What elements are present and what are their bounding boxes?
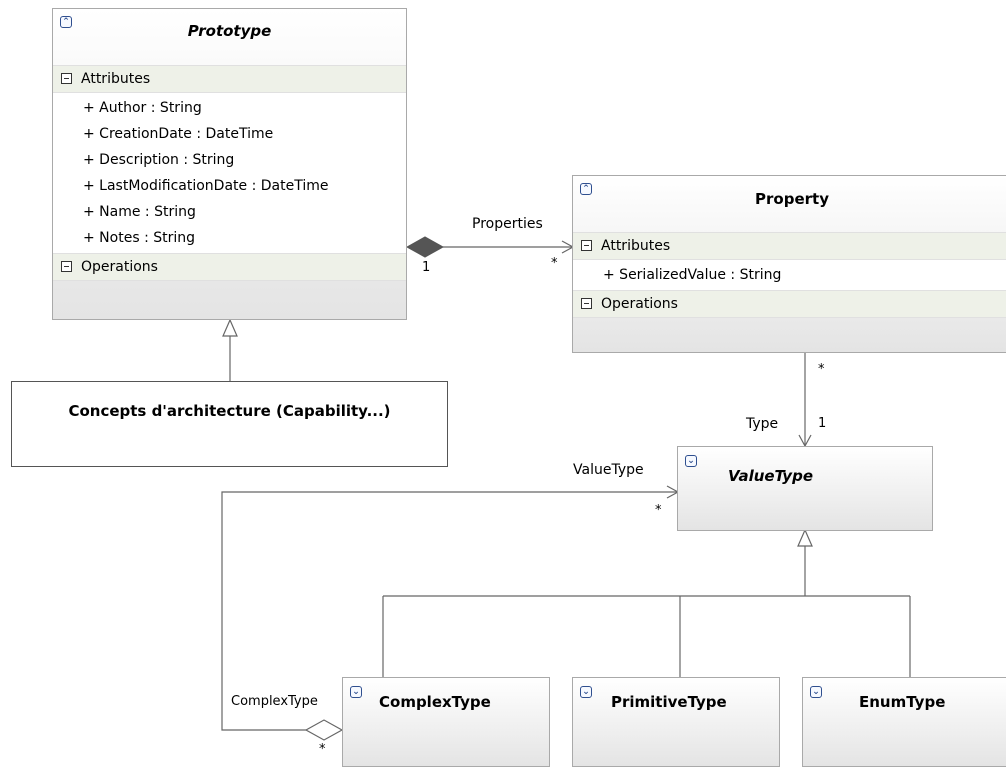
properties-target-multiplicity: * bbox=[551, 256, 558, 271]
enumtype-class[interactable]: ⌄ EnumType bbox=[802, 677, 1006, 767]
valuetype-title: ValueType bbox=[728, 467, 813, 485]
property-operations-compartment[interactable]: Operations bbox=[573, 290, 1006, 318]
property-attribute-list: + SerializedValue : String bbox=[573, 260, 1006, 290]
prototype-operations-compartment[interactable]: Operations bbox=[53, 253, 406, 281]
type-source-multiplicity: * bbox=[818, 362, 825, 377]
complextype-source-multiplicity: * bbox=[319, 742, 326, 757]
prototype-class[interactable]: ⌃ Prototype Attributes + Author : String… bbox=[52, 8, 407, 320]
note-text: Concepts d'architecture (Capability...) bbox=[68, 402, 391, 420]
collapse-chevrons-icon[interactable]: ⌃ bbox=[580, 183, 592, 195]
properties-association-label: Properties bbox=[472, 216, 543, 232]
valuetype-association-label: ValueType bbox=[573, 462, 644, 478]
expand-chevrons-icon[interactable]: ⌄ bbox=[810, 686, 822, 698]
primitivetype-title: PrimitiveType bbox=[611, 693, 727, 711]
properties-source-multiplicity: 1 bbox=[422, 260, 431, 275]
attribute-row[interactable]: + LastModificationDate : DateTime bbox=[83, 178, 329, 194]
composition-diamond bbox=[405, 236, 445, 258]
type-association-label: Type bbox=[746, 416, 779, 432]
attribute-row[interactable]: + Notes : String bbox=[83, 230, 196, 246]
valuetype-class[interactable]: ⌄ ValueType bbox=[677, 446, 933, 531]
property-header: ⌃ Property bbox=[573, 176, 1006, 232]
prototype-title: Prototype bbox=[187, 22, 272, 40]
enumtype-title: EnumType bbox=[859, 693, 946, 711]
minus-box-icon[interactable] bbox=[581, 298, 592, 309]
generalization-arrowhead-prototype bbox=[222, 318, 238, 337]
prototype-attributes-compartment[interactable]: Attributes bbox=[53, 65, 406, 93]
property-title: Property bbox=[755, 190, 829, 208]
compartment-label: Attributes bbox=[81, 71, 151, 87]
complextype-title: ComplexType bbox=[379, 693, 491, 711]
complextype-association-label: ComplexType bbox=[231, 694, 318, 709]
compartment-label: Operations bbox=[81, 259, 158, 275]
architecture-concepts-note[interactable]: Concepts d'architecture (Capability...) bbox=[11, 381, 448, 467]
attribute-row[interactable]: + SerializedValue : String bbox=[603, 267, 782, 283]
minus-box-icon[interactable] bbox=[581, 240, 592, 251]
expand-chevrons-icon[interactable]: ⌄ bbox=[685, 455, 697, 467]
aggregation-diamond bbox=[304, 719, 344, 741]
compartment-label: Operations bbox=[601, 296, 678, 312]
minus-box-icon[interactable] bbox=[61, 261, 72, 272]
attribute-row[interactable]: + Name : String bbox=[83, 204, 196, 220]
minus-box-icon[interactable] bbox=[61, 73, 72, 84]
expand-chevrons-icon[interactable]: ⌄ bbox=[350, 686, 362, 698]
property-class[interactable]: ⌃ Property Attributes + SerializedValue … bbox=[572, 175, 1006, 353]
prototype-attribute-list: + Author : String + CreationDate : DateT… bbox=[53, 93, 406, 253]
compartment-label: Attributes bbox=[601, 238, 671, 254]
type-target-multiplicity: 1 bbox=[818, 416, 827, 431]
valuetype-aggregation-line bbox=[221, 491, 677, 731]
prototype-header: ⌃ Prototype bbox=[53, 9, 406, 65]
primitivetype-class[interactable]: ⌄ PrimitiveType bbox=[572, 677, 780, 767]
attribute-row[interactable]: + Author : String bbox=[83, 100, 202, 116]
expand-chevrons-icon[interactable]: ⌄ bbox=[580, 686, 592, 698]
generalization-arrowhead-valuetype bbox=[797, 528, 813, 547]
complextype-class[interactable]: ⌄ ComplexType bbox=[342, 677, 550, 767]
attribute-row[interactable]: + CreationDate : DateTime bbox=[83, 126, 274, 142]
attribute-row[interactable]: + Description : String bbox=[83, 152, 235, 168]
collapse-chevrons-icon[interactable]: ⌃ bbox=[60, 16, 72, 28]
property-attributes-compartment[interactable]: Attributes bbox=[573, 232, 1006, 260]
valuetype-target-multiplicity: * bbox=[655, 503, 662, 518]
